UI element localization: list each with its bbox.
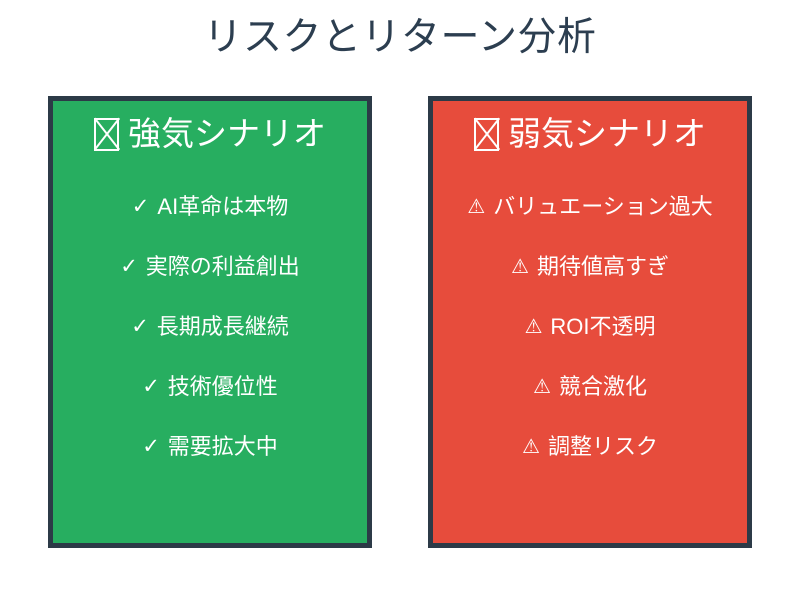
list-item: ✓ AI革命は本物 (132, 177, 288, 237)
list-item-label: ROI不透明 (550, 313, 656, 339)
list-item-label: AI革命は本物 (157, 193, 289, 219)
list-item: ⚠ 期待値高すぎ (511, 237, 669, 297)
page-title: リスクとリターン分析 (203, 16, 597, 59)
check-icon: ✓ (131, 315, 149, 339)
check-icon: ✓ (120, 255, 138, 279)
missing-glyph-box-icon (94, 117, 119, 151)
list-item: ⚠ 調整リスク (522, 417, 658, 477)
warning-triangle-icon: ⚠ (533, 375, 551, 398)
warning-triangle-icon: ⚠ (524, 315, 543, 338)
warning-triangle-icon: ⚠ (467, 195, 486, 218)
list-item-label: 実際の利益創出 (145, 253, 300, 279)
list-item-label: 期待値高すぎ (536, 253, 669, 279)
list-item-label: 需要拡大中 (167, 433, 278, 459)
check-icon: ✓ (142, 435, 160, 459)
list-item: ✓ 実際の利益創出 (120, 237, 300, 297)
bull-card-title: 強気シナリオ (128, 115, 326, 152)
bull-scenario-card: 強気シナリオ ✓ AI革命は本物 ✓ 実際の利益創出 ✓ 長期成長継続 ✓ 技術… (48, 96, 372, 548)
list-item-label: 競合激化 (558, 373, 647, 399)
bull-card-header: 強気シナリオ (94, 113, 326, 156)
list-item: ✓ 需要拡大中 (142, 417, 278, 477)
scenario-cards-container: 強気シナリオ ✓ AI革命は本物 ✓ 実際の利益創出 ✓ 長期成長継続 ✓ 技術… (48, 96, 752, 548)
list-item-label: 調整リスク (547, 433, 658, 459)
list-item: ⚠ バリュエーション過大 (467, 177, 713, 237)
bear-card-title: 弱気シナリオ (508, 115, 706, 152)
list-item-label: 長期成長継続 (156, 313, 289, 339)
missing-glyph-box-icon (474, 117, 499, 151)
list-item: ✓ 技術優位性 (142, 357, 278, 417)
warning-triangle-icon: ⚠ (522, 435, 540, 458)
list-item: ⚠ 競合激化 (533, 357, 647, 417)
bull-item-list: ✓ AI革命は本物 ✓ 実際の利益創出 ✓ 長期成長継続 ✓ 技術優位性 ✓ 需… (53, 177, 367, 477)
bear-scenario-card: 弱気シナリオ ⚠ バリュエーション過大 ⚠ 期待値高すぎ ⚠ ROI不透明 ⚠ … (428, 96, 752, 548)
list-item-label: バリュエーション過大 (493, 193, 713, 219)
warning-triangle-icon: ⚠ (511, 255, 529, 278)
check-icon: ✓ (131, 195, 150, 219)
bear-item-list: ⚠ バリュエーション過大 ⚠ 期待値高すぎ ⚠ ROI不透明 ⚠ 競合激化 ⚠ … (433, 177, 747, 477)
list-item-label: 技術優位性 (167, 373, 278, 399)
bear-card-header: 弱気シナリオ (474, 113, 706, 156)
check-icon: ✓ (142, 375, 160, 399)
list-item: ⚠ ROI不透明 (524, 297, 655, 357)
list-item: ✓ 長期成長継続 (131, 297, 289, 357)
